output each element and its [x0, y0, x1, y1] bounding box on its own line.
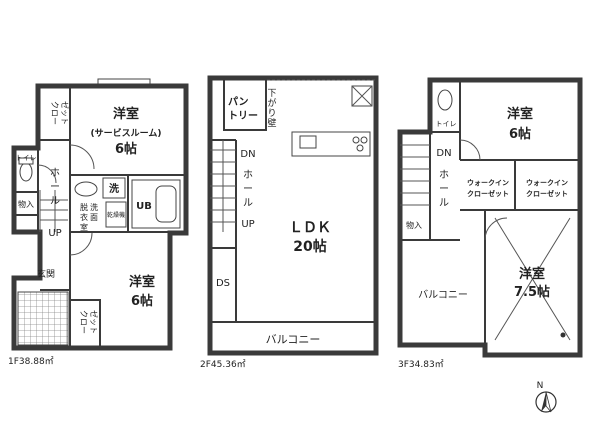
compass-needle-icon: [541, 392, 546, 412]
bathtub: [155, 185, 177, 223]
room-b-1f-size: 6帖: [131, 293, 153, 309]
room-a-1f-sub: (サービスルーム): [91, 127, 162, 139]
up-2f-label: UP: [241, 219, 254, 230]
storage-3f-label: 物入: [406, 220, 422, 230]
storage-1f-label: 物入: [18, 199, 34, 209]
area-2f: 2F45.36㎡: [200, 359, 246, 370]
door-swing-3: [37, 164, 57, 184]
closet-top-1f-line2: ゼット: [60, 101, 70, 125]
utility-label: 乾燥機: [107, 211, 125, 219]
toilet-1f-label: トイレ: [16, 154, 37, 162]
hall-1f-c2: ー: [50, 182, 60, 193]
compass-needle-half-icon: [545, 391, 552, 413]
toilet-tank-1f: [18, 157, 34, 165]
outlet-dot: [560, 332, 566, 338]
room-3f-b-name: 洋室: [519, 266, 545, 282]
stove-burner-3: [356, 144, 364, 152]
closet-bottom-1f-line2: ゼット: [89, 310, 99, 334]
door-swing-1: [69, 144, 95, 170]
compass: N: [535, 381, 557, 413]
hall-2f-c3: ル: [243, 198, 253, 209]
area-1f: 1F38.88㎡: [8, 356, 54, 367]
floor-3: 洋室 6帖 トイレ DN ホ ー ル ウォークイン クローゼット ウォークイン …: [397, 77, 583, 370]
dn-2f-label: DN: [240, 149, 255, 160]
stove-burner-2: [360, 136, 368, 144]
up-1f-label: UP: [48, 228, 61, 239]
stairs-2f: [210, 140, 236, 232]
hall-3f-c3: ル: [439, 198, 449, 209]
room-3f-a-name: 洋室: [507, 106, 533, 122]
dn-3f-label: DN: [436, 148, 451, 159]
door-swing-3f-1: [459, 139, 481, 161]
hall-3f-c1: ホ: [439, 169, 449, 181]
dressing-line2: 洗: [90, 202, 98, 212]
exterior-wall-3f: [397, 77, 583, 358]
closet-top-1f-line1: クロー: [50, 101, 59, 125]
room-a-1f-size: 6帖: [115, 141, 137, 157]
wash-label: 洗: [109, 182, 119, 195]
wic2-line1: ウォークイン: [526, 178, 568, 187]
washbasin-fixture: [74, 181, 98, 197]
wic2-line2: クローゼット: [526, 189, 568, 198]
beam-line1: 下: [267, 89, 276, 99]
floor-1: 洋室 (サービスルーム) 6帖 洋室 6帖 クロー ゼット クロー ゼット トイ…: [8, 78, 189, 367]
wic1-line1: ウォークイン: [467, 178, 509, 187]
hall-2f-c2: ー: [243, 184, 253, 195]
dressing-line4: 面: [90, 213, 98, 222]
dressing-line3: 衣: [80, 212, 88, 222]
wall-storage: [14, 191, 38, 216]
toilet-3f-label: トイレ: [436, 120, 457, 128]
hall-1f-c3: ル: [50, 196, 60, 207]
beam-line2: が: [267, 97, 276, 109]
beam-line4: 壁: [267, 117, 276, 129]
ldk-size: 20帖: [293, 238, 326, 255]
skylight-cross: [351, 85, 373, 107]
toilet-fixture-1f: [19, 162, 33, 182]
toilet-fixture-3f: [437, 89, 453, 111]
exterior-wall-2f: [207, 75, 379, 356]
pantry-line2: トリー: [228, 110, 258, 122]
room-a-1f-name: 洋室: [113, 106, 139, 122]
washer-space: [102, 177, 126, 199]
stairs-1f: [39, 190, 68, 232]
ds-label: DS: [216, 278, 230, 289]
hall-3f-c2: ー: [439, 184, 449, 195]
dressing-line5: 室: [80, 222, 88, 232]
wall-pantry: [223, 78, 267, 131]
hall-2f-c1: ホ: [243, 169, 253, 181]
room-3f-b-diagonals: [494, 217, 571, 341]
hall-1f-c1: ホ: [50, 167, 60, 179]
closet-bottom-1f-line1: クロー: [79, 310, 88, 334]
balcony-3f-label: バルコニー: [418, 289, 468, 301]
stairs-3f: [400, 144, 430, 206]
dryer-box: [105, 201, 127, 228]
balcony-2f-label: バルコニー: [266, 333, 321, 346]
area-3f: 3F34.83㎡: [398, 359, 444, 370]
stove-burner-1: [352, 136, 360, 144]
room-b-1f-name: 洋室: [129, 274, 155, 290]
pantry-line1: パン: [228, 96, 249, 108]
wic1-line2: クローゼット: [467, 189, 509, 198]
dressing-line1: 脱: [80, 202, 88, 212]
door-swing-2: [69, 232, 93, 256]
compass-label: N: [537, 381, 544, 391]
beam-line3: り: [267, 108, 276, 119]
room-3f-b-size: 7.5帖: [514, 284, 550, 300]
entrance-label: 玄関: [37, 268, 55, 280]
ldk-name: ＬＤＫ: [289, 220, 331, 236]
floor-2: パン トリー 下 が り 壁 DN ホ ー ル UP ＬＤＫ 20帖 DS バル…: [200, 75, 379, 370]
entrance-floor: [17, 291, 69, 346]
kitchen-sink: [299, 135, 317, 149]
door-swing-3f-2: [484, 217, 508, 241]
room-3f-a-size: 6帖: [509, 126, 531, 142]
wall-closet-bottom: [70, 299, 101, 348]
bath-label: UB: [136, 201, 152, 212]
